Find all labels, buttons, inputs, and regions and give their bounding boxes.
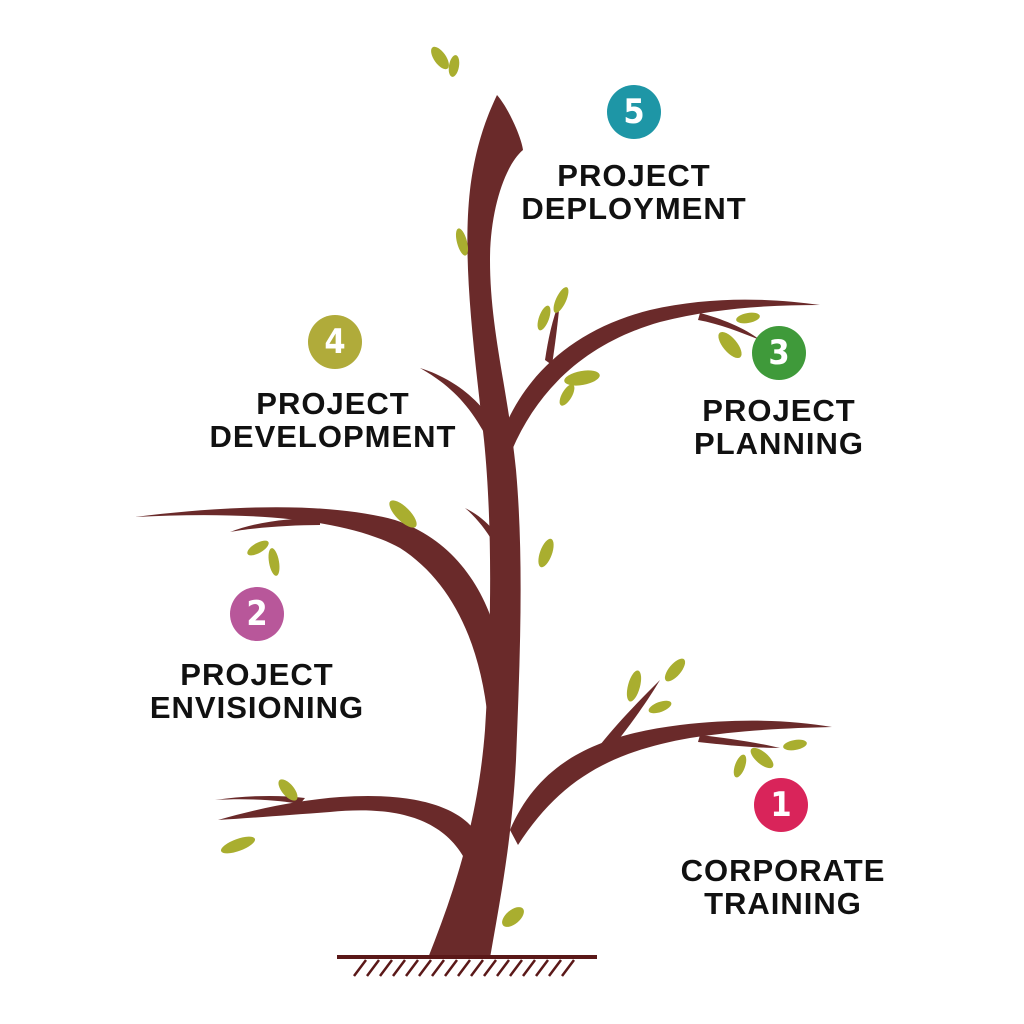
twig [215, 795, 305, 804]
hatch-mark [444, 959, 458, 977]
leaf [455, 228, 469, 256]
step-5-label-line2: DEPLOYMENT [521, 191, 747, 226]
twig [698, 313, 760, 340]
twig [545, 300, 560, 365]
branch-lower-left [218, 795, 478, 870]
leaf [431, 46, 449, 70]
hatch-mark [392, 959, 406, 977]
step-2-label-line1: PROJECT [180, 657, 334, 692]
step-3-label: PROJECT PLANNING [694, 394, 864, 460]
leaf [564, 370, 600, 386]
twig [230, 518, 320, 532]
leaf [736, 312, 760, 324]
leaves [220, 46, 807, 927]
leaf [537, 305, 551, 331]
step-5-label: PROJECT DEPLOYMENT [521, 159, 746, 225]
leaf [559, 384, 575, 406]
step-2-label: PROJECT ENVISIONING [150, 658, 364, 724]
leaf [278, 779, 298, 801]
step-1-badge: 1 [754, 778, 808, 832]
leaf [538, 538, 554, 568]
hatch-mark [366, 959, 380, 977]
leaf [448, 55, 460, 77]
hatch-mark [457, 959, 471, 977]
trunk [428, 95, 523, 958]
leaf [733, 754, 747, 778]
leaf [648, 700, 672, 714]
leaf [220, 836, 256, 854]
step-4-label-line2: DEVELOPMENT [209, 419, 457, 454]
step-2-label-line2: ENVISIONING [149, 690, 365, 725]
leaf [664, 658, 686, 682]
ground [337, 955, 597, 977]
step-4-label-line1: PROJECT [256, 386, 410, 421]
step-3-label-line1: PROJECT [702, 393, 856, 428]
twig [698, 735, 780, 748]
leaf [626, 670, 642, 702]
hatch-mark [561, 959, 575, 977]
hatch-mark [405, 959, 419, 977]
hatch-mark [483, 959, 497, 977]
leaf [783, 739, 807, 751]
leaf [268, 548, 280, 576]
leaf [718, 331, 742, 359]
hatch-mark [522, 959, 536, 977]
twig [600, 680, 660, 748]
leaf [389, 500, 417, 528]
hatch-mark [418, 959, 432, 977]
step-1-label-line1: CORPORATE [680, 853, 886, 888]
hatch-mark [431, 959, 445, 977]
step-1-label: CORPORATE TRAINING [681, 854, 886, 920]
leaf [247, 540, 269, 556]
tree-trunk-and-branches [135, 95, 832, 958]
branch-middle-twig [465, 508, 516, 580]
step-2-badge: 2 [230, 587, 284, 641]
leaf [750, 747, 774, 769]
step-5-badge: 5 [607, 85, 661, 139]
branch-upper-left [420, 368, 495, 440]
step-5-label-line1: PROJECT [557, 158, 711, 193]
step-1-label-line2: TRAINING [704, 886, 862, 921]
hatch-mark [496, 959, 510, 977]
ground-hatching [353, 959, 575, 977]
hatch-mark [470, 959, 484, 977]
step-4-badge: 4 [308, 315, 362, 369]
leaf [553, 287, 569, 313]
step-3-label-line2: PLANNING [694, 426, 864, 461]
hatch-mark [353, 959, 367, 977]
leaf [502, 907, 524, 927]
hatch-mark [535, 959, 549, 977]
ground-line [337, 955, 597, 959]
step-3-badge: 3 [752, 326, 806, 380]
hatch-mark [509, 959, 523, 977]
step-4-label: PROJECT DEVELOPMENT [210, 387, 457, 453]
branch-lower-right [510, 720, 832, 845]
hatch-mark [548, 959, 562, 977]
hatch-mark [379, 959, 393, 977]
